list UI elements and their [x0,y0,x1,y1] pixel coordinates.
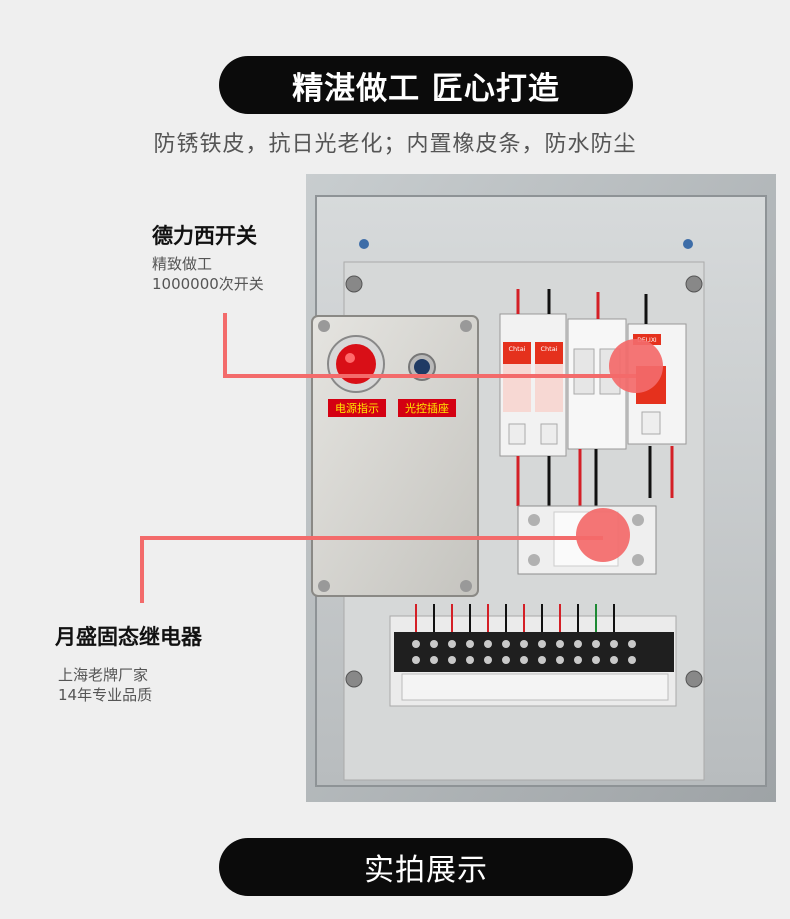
header-title-pill: 精湛做工 匠心打造 [219,56,633,114]
control-box: 电源指示 光控插座 [311,315,479,597]
surge-protectors: Chtai Chtai [499,313,567,457]
power-indicator-label: 电源指示 [335,401,379,415]
footer-title-pill: 实拍展示 [219,838,633,896]
surge-brand-1: Chtai [509,345,526,353]
mount-hole-tr [683,239,693,249]
mount-hole-tl [359,239,369,249]
power-indicator-light [336,344,376,384]
control-cabinet-photo: 电源指示 光控插座 Chtai Chtai DELIXI [306,174,776,802]
surge-brand-2: Chtai [541,345,558,353]
page-subtitle: 防锈铁皮，抗日光老化；内置橡皮条，防水防尘 [153,132,637,157]
callout-relay-line-1: 上海老牌厂家 [58,666,149,684]
callout-switch-line-1: 精致做工 [152,255,213,273]
callout-relay-line-2: 14年专业品质 [58,686,153,704]
solid-state-relay [517,505,657,575]
callout-relay-title: 月盛固态继电器 [55,625,202,649]
wires [516,289,674,506]
callout-switch-line-2: 1000000次开关 [152,275,264,293]
light-sensor [414,359,430,375]
footer-title: 实拍展示 [364,853,488,888]
callout-switch-title: 德力西开关 [152,224,257,248]
page-title: 精湛做工 匠心打造 [292,70,560,107]
light-socket-label: 光控插座 [405,401,449,415]
terminal-block [389,604,677,707]
breaker-brand: DELIXI [637,337,657,344]
